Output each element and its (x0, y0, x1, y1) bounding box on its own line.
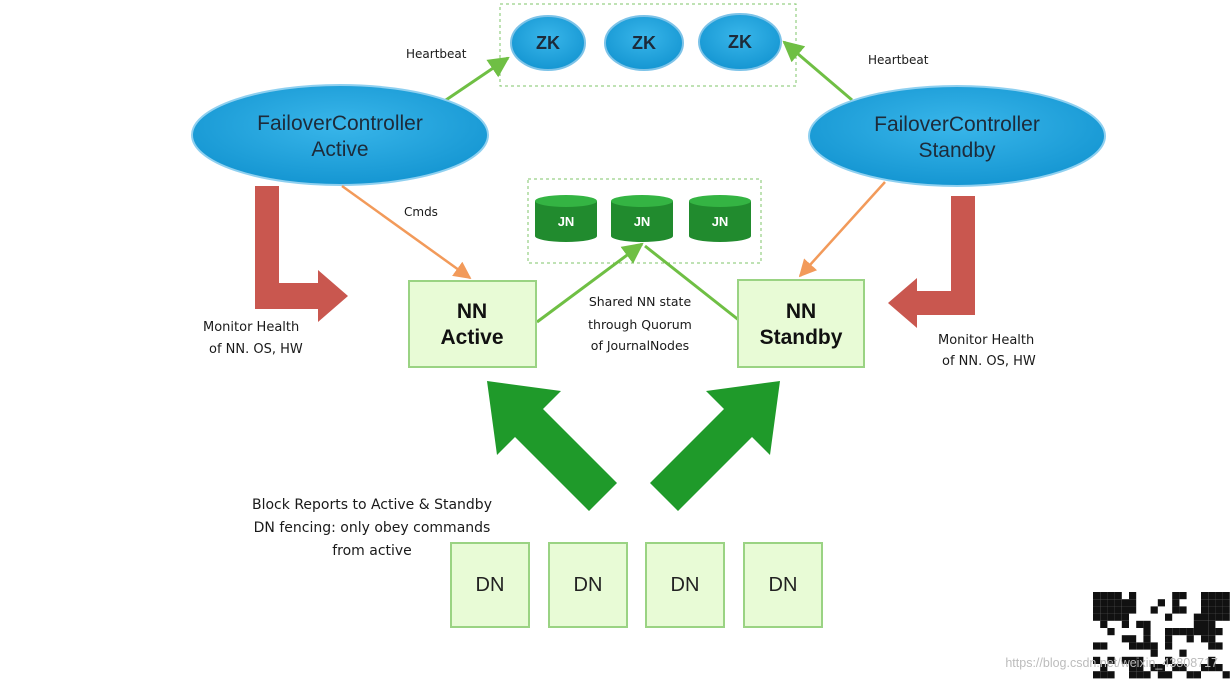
failover-controller-standby: FailoverController Standby (808, 85, 1106, 187)
block-report-arrow-active (487, 381, 617, 511)
zk-node-3-label: ZK (728, 32, 752, 52)
shared-state-line1: Shared NN state (589, 294, 692, 309)
block-report-arrow-standby (650, 381, 780, 511)
jn-node-2-label: JN (634, 214, 651, 229)
jn-node-3: JN (689, 195, 751, 242)
journal-nodes-group-border (527, 178, 762, 264)
monitor-arrow-right (888, 196, 975, 328)
watermark-text: https://blog.csdn.net/weixin_43808717 (1005, 656, 1218, 670)
shared-state-line3: of JournalNodes (591, 338, 689, 353)
datanode-2-label: DN (574, 574, 603, 596)
heartbeat-left-label: Heartbeat (406, 47, 467, 61)
block-reports-line3: from active (332, 543, 412, 559)
cmds-arrow-right (798, 181, 886, 278)
zk-node-3: ZK (698, 13, 782, 71)
fc-standby-line2: Standby (918, 139, 996, 162)
heartbeat-arrow-right (782, 40, 853, 102)
fc-standby-line1: FailoverController (874, 113, 1040, 136)
nn-standby-line1: NN (786, 300, 816, 323)
block-reports-line1: Block Reports to Active & Standby (252, 497, 492, 513)
heartbeat-right-label: Heartbeat (868, 53, 929, 67)
block-reports-line2: DN fencing: only obey commands (254, 520, 491, 536)
datanode-4-label: DN (769, 574, 798, 596)
monitor-left-line2: of NN. OS, HW (209, 342, 303, 357)
jn-node-3-label: JN (712, 214, 729, 229)
nn-active-line2: Active (440, 326, 503, 349)
nn-active-line1: NN (457, 300, 487, 323)
jn-node-2: JN (611, 195, 673, 242)
jn-node-1-label: JN (558, 214, 575, 229)
cmds-label: Cmds (404, 205, 438, 219)
zookeeper-group: ZK ZK ZK (499, 3, 797, 87)
failover-controller-active: FailoverController Active (191, 84, 489, 186)
datanode-1-label: DN (476, 574, 505, 596)
journal-nodes-group: JN JN JN (527, 178, 762, 264)
qr-code-image (1093, 592, 1230, 679)
shared-state-line2: through Quorum (588, 317, 692, 332)
monitor-left-line1: Monitor Health (203, 320, 299, 335)
shared-state-line-active (536, 242, 644, 324)
datanode-3: DN (645, 542, 725, 628)
jn-node-1: JN (535, 195, 597, 242)
monitor-right-line1: Monitor Health (938, 333, 1034, 348)
monitor-right-line2: of NN. OS, HW (942, 354, 1036, 369)
datanode-2: DN (548, 542, 628, 628)
cmds-arrow-left (341, 184, 472, 280)
fc-active-line2: Active (311, 138, 368, 161)
zk-node-2-label: ZK (632, 33, 656, 53)
monitor-arrow-left (255, 186, 348, 322)
heartbeat-arrow-left (442, 56, 510, 104)
datanode-4: DN (743, 542, 823, 628)
shared-state-line-standby (644, 244, 741, 323)
namenode-active: NN Active (408, 280, 537, 368)
datanode-3-label: DN (671, 574, 700, 596)
namenode-standby: NN Standby (737, 279, 865, 368)
zk-node-1: ZK (510, 15, 586, 71)
zk-node-1-label: ZK (536, 33, 560, 53)
fc-active-line1: FailoverController (257, 112, 423, 135)
datanode-1: DN (450, 542, 530, 628)
zk-node-2: ZK (604, 15, 684, 71)
nn-standby-line2: Standby (760, 326, 843, 349)
